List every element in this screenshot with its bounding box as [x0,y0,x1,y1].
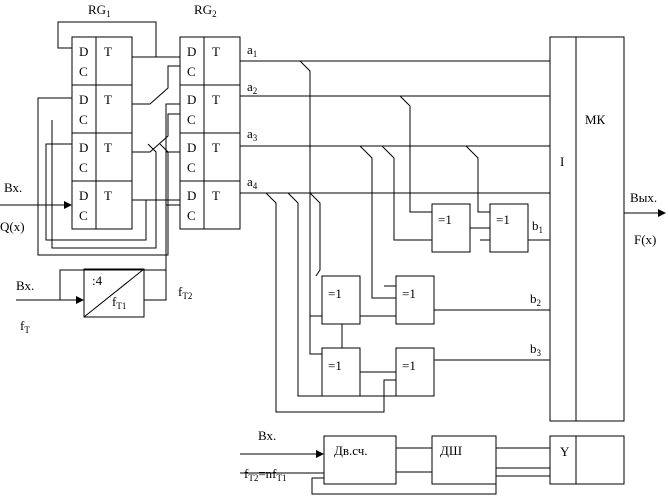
svg-text:C: C [187,160,196,175]
mk-label: МК [585,112,606,127]
svg-text:T: T [104,44,112,59]
svg-text:=1: =1 [496,212,510,227]
arrow-icon [76,296,84,304]
svg-text:C: C [187,112,196,127]
svg-text:D: D [187,44,196,59]
ft2-label: fT2 [178,284,192,301]
rg2-cell-4: D C T [187,188,220,223]
svg-text:T: T [104,92,112,107]
xor-gate-5: =1 [321,347,361,397]
rg1-cell-4: D C T [79,188,112,223]
svg-text:T: T [212,188,220,203]
svg-text:=1: =1 [328,358,342,373]
svg-text:=1: =1 [438,212,452,227]
input-qx: Вх. Q(x) [0,180,72,234]
mk-block: МК I Вых. F(x) [549,36,666,422]
rg2-label: RG2 [194,2,217,19]
svg-text:ДШ: ДШ [440,443,462,458]
xor-gate-4: =1 [395,275,435,325]
b3-label: b3 [530,341,542,358]
svg-text:Y: Y [560,444,570,459]
svg-text:T: T [104,140,112,155]
svg-text:=1: =1 [402,358,416,373]
input-qx-label: Q(x) [0,219,25,234]
input-vx3-label: Вх. [258,428,276,443]
svg-text:C: C [79,160,88,175]
svg-text:D: D [187,140,196,155]
svg-text:D: D [187,188,196,203]
outputs-b: b1 b2 b3 [434,218,550,361]
a1-label: a1 [247,42,257,59]
svg-text:C: C [79,208,88,223]
divider-out-label: fT1 [112,294,126,311]
svg-text:C: C [187,64,196,79]
svg-text:=1: =1 [328,286,342,301]
svg-text:C: C [79,64,88,79]
svg-text:T: T [212,140,220,155]
svg-text:T: T [212,92,220,107]
input-vx-label: Вх. [4,180,22,195]
svg-text:Дв.сч.: Дв.сч. [334,443,368,458]
y-block: Y [549,435,625,485]
decoder-block: ДШ [431,435,497,485]
arrow-icon [658,209,666,217]
xor-gate-1: =1 [431,203,471,253]
xor-gate-2: =1 [489,203,529,253]
outputs-a: a1 a2 a3 a4 [240,42,550,194]
svg-text:C: C [79,112,88,127]
arrow-icon [64,201,72,209]
output-vyx-label: Вых. [630,190,657,205]
svg-text:D: D [187,92,196,107]
b1-label: b1 [532,218,543,235]
svg-text:T: T [104,188,112,203]
counter-block: Дв.сч. [323,435,397,485]
output-fx-label: F(x) [634,232,656,247]
svg-text:D: D [79,140,88,155]
a2-label: a2 [247,79,257,96]
svg-text:T: T [212,44,220,59]
arrow-icon [316,450,324,458]
a3-label: a3 [247,126,258,143]
divider-ratio: :4 [92,273,103,288]
xor-gate-6: =1 [395,347,435,397]
rg2-cell-2: D C T [187,92,220,127]
svg-text:D: D [79,44,88,59]
bottom-row: Вх. fT2=nfT1 Дв.сч. ДШ Y [240,428,625,495]
a4-label: a4 [247,174,258,191]
bottom-clock-label: fT2=nfT1 [244,466,287,483]
xor-gates: =1 =1 =1 =1 =1 =1 [321,203,529,397]
mk-body [549,36,625,422]
rg1-cell-2: D C T [79,92,112,127]
svg-text:D: D [79,92,88,107]
input-vx2-label: Вх. [16,278,34,293]
rg1-wiring [37,21,180,256]
rg1-cell-3: D C T [79,140,112,175]
rg2-cell-3: D C T [187,140,220,175]
register-rg1: RG1 D C T D C T D C T D C T [71,2,133,230]
rg1-cell-1: D C T [79,44,112,79]
rg2-cell-1: D C T [187,44,220,79]
svg-text:C: C [187,208,196,223]
rg1-label: RG1 [88,2,111,19]
divider-block: :4 fT1 Вх. fT fT2 [16,205,192,335]
mk-port-label: I [560,154,564,169]
register-rg2: RG2 D C T D C T D C T D C T [179,2,241,230]
svg-text:D: D [79,188,88,203]
svg-text:=1: =1 [402,286,416,301]
b2-label: b2 [530,291,541,308]
xor-gate-3: =1 [321,275,361,325]
input-ft-label: fT [20,318,30,335]
